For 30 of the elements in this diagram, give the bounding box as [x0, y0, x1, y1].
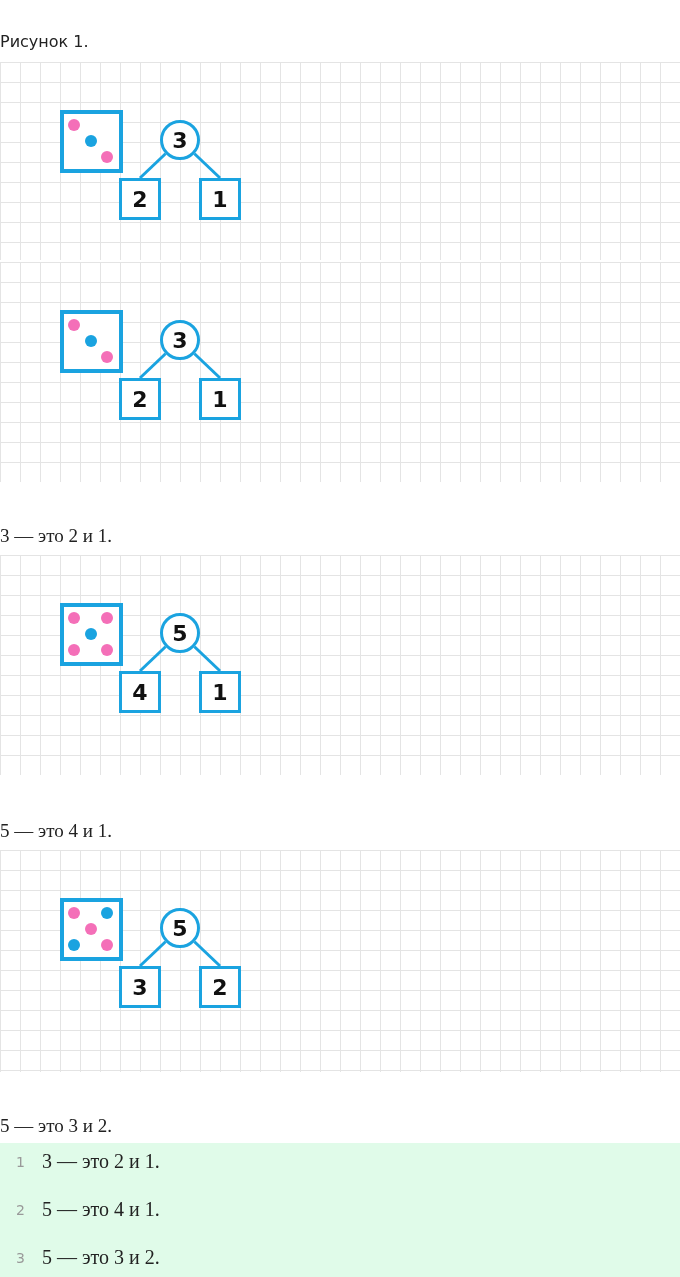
connector-line	[138, 152, 167, 180]
answer-sentence: 5 — это 4 и 1.	[42, 1198, 160, 1221]
number-box: 4	[119, 671, 161, 713]
number-box: 2	[199, 966, 241, 1008]
list-number: 2	[16, 1202, 25, 1218]
connector-line	[138, 940, 167, 968]
list-number: 3	[16, 1250, 25, 1266]
number-box: 1	[199, 671, 241, 713]
connector-line	[193, 645, 222, 673]
connector-line	[138, 645, 167, 673]
dice-card	[60, 310, 123, 373]
connector-line	[193, 940, 222, 968]
connector-line	[193, 152, 222, 180]
number-box: 1	[199, 378, 241, 420]
number-box: 3	[119, 966, 161, 1008]
answer-sentence: 5 — это 3 и 2.	[0, 1115, 112, 1137]
answer-sentence: 3 — это 2 и 1.	[42, 1150, 160, 1173]
number-box: 1	[199, 178, 241, 220]
figure-caption: Рисунок 1.	[0, 32, 89, 51]
list-number: 1	[16, 1154, 25, 1170]
answer-sentence: 5 — это 4 и 1.	[0, 820, 112, 842]
connector-line	[138, 352, 167, 380]
number-box: 2	[119, 378, 161, 420]
dice-card	[60, 603, 123, 666]
dice-card	[60, 898, 123, 961]
dice-card	[60, 110, 123, 173]
answer-sentence: 3 — это 2 и 1.	[0, 525, 112, 547]
connector-line	[193, 352, 222, 380]
number-box: 2	[119, 178, 161, 220]
answer-sentence: 5 — это 3 и 2.	[42, 1246, 160, 1269]
